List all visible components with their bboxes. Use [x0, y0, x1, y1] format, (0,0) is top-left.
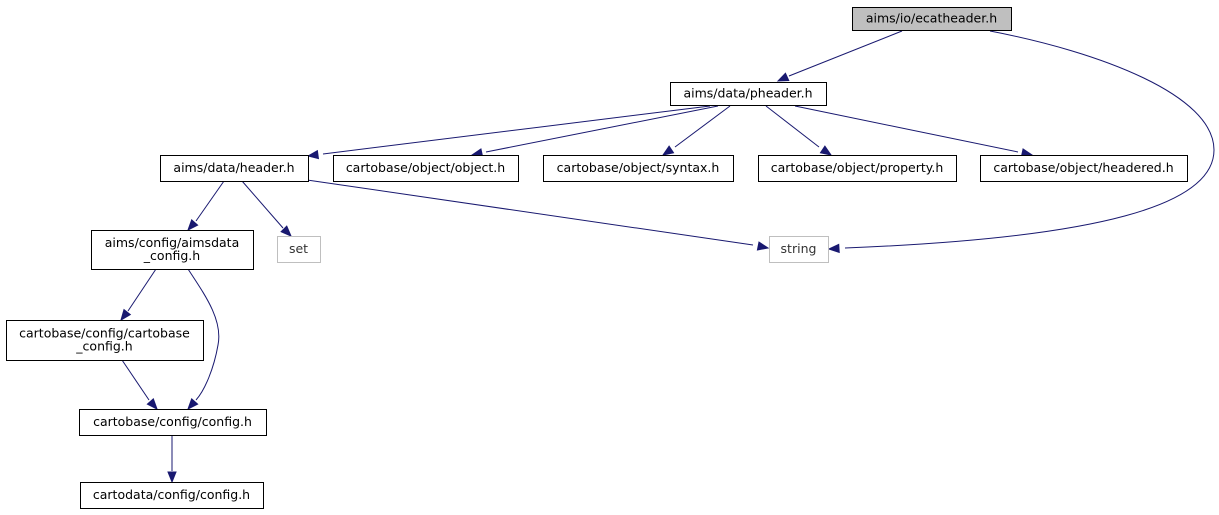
edge-ecatheader-to-string — [827, 30, 1215, 254]
edge-arrowhead — [187, 398, 199, 411]
edge-pheader-to-syntax — [661, 105, 731, 156]
node-string: string — [769, 236, 829, 263]
edge-line — [195, 180, 225, 222]
edge-line — [788, 30, 903, 77]
node-label: cartodata/config/config.h — [93, 487, 250, 502]
node-label: cartobase/object/syntax.h — [557, 160, 720, 175]
edge-aimsdata_config-to-cartobase_configh — [187, 268, 220, 411]
edge-cartobase_configh-to-cartodata_configh — [167, 435, 177, 484]
node-label: _config.h — [75, 339, 132, 354]
edge-line — [794, 105, 1019, 153]
node-label: cartobase/config/cartobase — [19, 326, 190, 341]
edge-arrowhead — [187, 219, 199, 232]
node-box — [670, 82, 827, 106]
edge-line — [844, 30, 1215, 249]
nodes-layer: aims/io/ecatheader.h aims/data/pheader.h a… — [6, 7, 1188, 509]
node-headered[interactable]: cartobase/object/headered.h — [980, 155, 1188, 182]
node-label: aims/io/ecatheader.h — [866, 11, 997, 26]
edge-line — [127, 268, 157, 312]
node-cartobase_config[interactable]: cartobase/config/cartobase_config.h — [6, 320, 204, 361]
edge-arrowhead — [756, 241, 770, 251]
node-property[interactable]: cartobase/object/property.h — [758, 155, 957, 182]
edge-arrowhead — [306, 149, 320, 160]
node-label: set — [289, 241, 308, 256]
edge-line — [241, 180, 284, 229]
node-box — [758, 155, 957, 182]
node-label: aims/config/aimsdata — [105, 235, 239, 250]
node-box — [80, 482, 264, 509]
edge-pheader-to-property — [765, 105, 833, 156]
node-ecatheader[interactable]: aims/io/ecatheader.h — [852, 7, 1012, 31]
node-object[interactable]: cartobase/object/object.h — [333, 155, 519, 182]
edge-arrowhead — [167, 471, 177, 484]
edge-line — [674, 105, 731, 148]
edge-header-to-aimsdata_config — [187, 180, 225, 232]
edge-header-to-set — [241, 180, 292, 237]
node-box — [160, 155, 309, 182]
node-box — [769, 236, 829, 263]
node-label: cartobase/object/object.h — [346, 160, 505, 175]
node-label: cartobase/object/property.h — [771, 160, 944, 175]
node-label: _config.h — [143, 248, 200, 263]
node-set: set — [277, 236, 321, 263]
node-label: string — [781, 241, 817, 256]
edge-pheader-to-header — [306, 105, 711, 160]
edge-aimsdata_config-to-cartobase_config — [120, 268, 157, 322]
edge-arrowhead — [146, 398, 158, 411]
node-box — [543, 155, 734, 182]
edge-arrowhead — [819, 145, 833, 156]
node-label: cartobase/config/config.h — [93, 414, 252, 429]
edge-pheader-to-headered — [794, 105, 1034, 158]
edge-arrowhead — [827, 243, 840, 254]
edge-arrowhead — [280, 225, 292, 237]
edge-ecatheader-to-pheader — [776, 30, 903, 82]
edge-line — [121, 359, 150, 401]
node-label: aims/data/pheader.h — [683, 86, 812, 101]
node-label: aims/data/header.h — [173, 160, 294, 175]
edge-line — [187, 268, 220, 401]
node-cartodata_configh[interactable]: cartodata/config/config.h — [80, 482, 264, 509]
node-box — [333, 155, 519, 182]
edge-line — [322, 105, 711, 155]
edge-arrowhead — [776, 72, 790, 82]
node-box — [980, 155, 1188, 182]
node-box — [91, 230, 254, 270]
node-syntax[interactable]: cartobase/object/syntax.h — [543, 155, 734, 182]
edge-line — [485, 105, 719, 153]
node-cartobase_configh[interactable]: cartobase/config/config.h — [79, 409, 267, 436]
edge-arrowhead — [120, 308, 132, 322]
node-header[interactable]: aims/data/header.h — [160, 155, 309, 182]
edge-line — [306, 179, 754, 246]
edge-cartobase_config-to-cartobase_configh — [121, 359, 158, 411]
node-label: cartobase/object/headered.h — [993, 160, 1173, 175]
node-box — [79, 409, 267, 436]
edge-arrowhead — [661, 145, 675, 156]
edge-line — [765, 105, 820, 148]
node-aimsdata_config[interactable]: aims/config/aimsdata_config.h — [91, 230, 254, 270]
node-box — [852, 7, 1012, 31]
node-box — [6, 320, 204, 361]
edge-header-to-string — [306, 179, 770, 251]
node-box — [277, 236, 321, 263]
node-pheader[interactable]: aims/data/pheader.h — [670, 82, 827, 106]
